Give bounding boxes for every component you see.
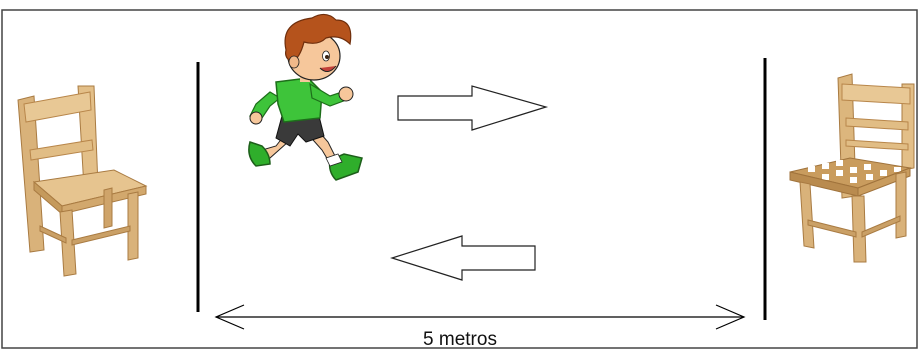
right-chair-icon	[789, 73, 915, 263]
left-chair-icon	[17, 85, 148, 277]
diagram-frame	[1, 9, 918, 349]
arrow-right-icon	[397, 85, 549, 131]
arrow-left-icon	[389, 235, 536, 281]
running-boy-icon	[248, 13, 363, 181]
double-arrow-icon	[214, 304, 746, 330]
distance-label: 5 metros	[423, 329, 497, 349]
